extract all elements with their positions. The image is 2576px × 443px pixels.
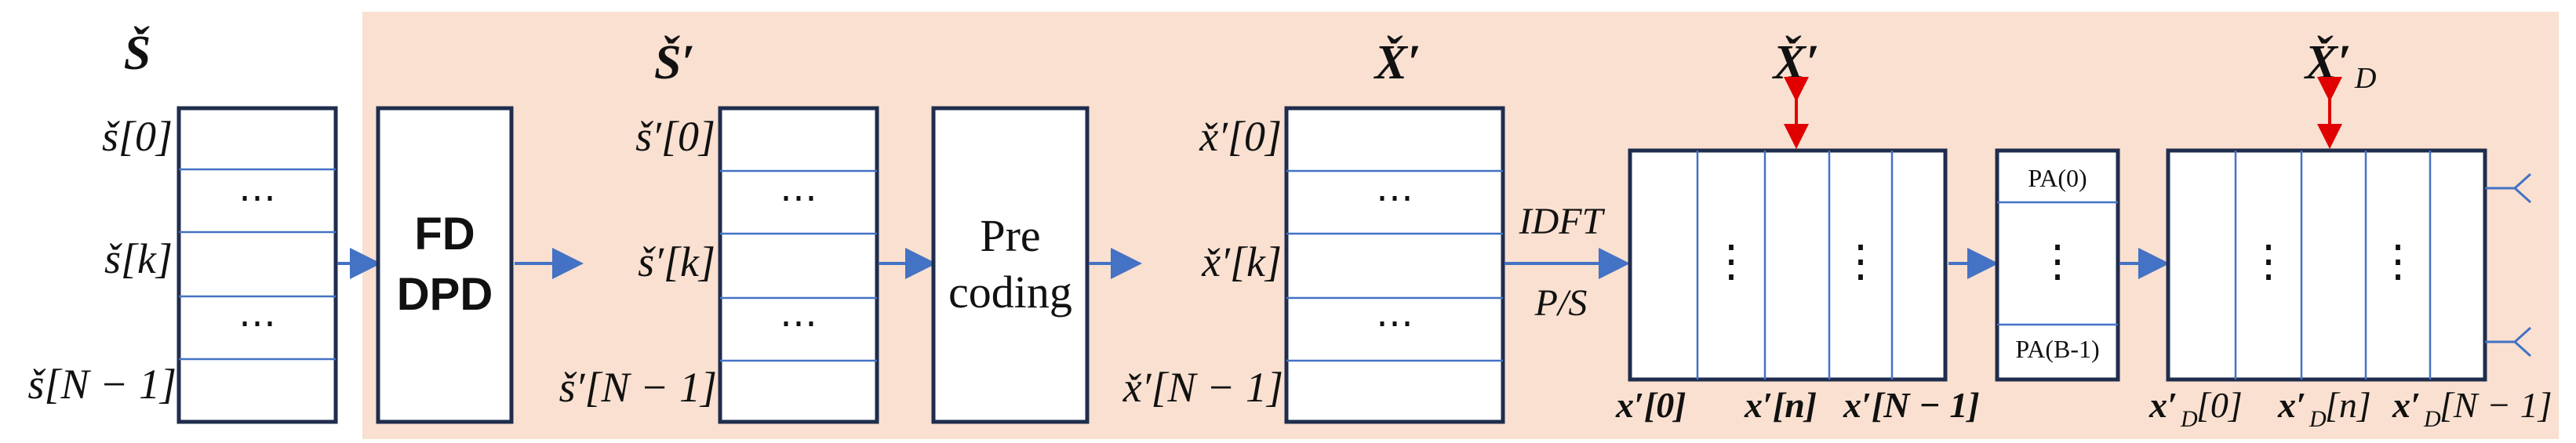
xd-label-n-idx: [n] xyxy=(2325,385,2371,425)
precoding-label-1: Pre xyxy=(980,210,1040,261)
x-prime-freq-block: ⋯ ⋯ xyxy=(1284,106,1505,424)
pa-top-label: PA(0) xyxy=(2028,164,2087,192)
s-label-0: š[0] xyxy=(102,113,173,160)
fd-dpd-block: FD DPD xyxy=(376,106,514,424)
xd-label-n-base: x′ xyxy=(2277,385,2306,425)
sprime-label-k: š′[k] xyxy=(638,238,715,285)
xprime-ellipsis-1: ⋯ xyxy=(1376,177,1414,219)
fd-dpd-label-2: DPD xyxy=(397,269,493,320)
title-s: Š xyxy=(124,27,151,80)
s-ellipsis-1: ⋯ xyxy=(238,177,276,219)
title-s-prime: Š′ xyxy=(654,36,695,89)
xd-vellipsis-1: ⋮ xyxy=(2247,238,2290,286)
s-label-k: š[k] xyxy=(104,235,173,282)
xd-label-n1-sub: D xyxy=(2423,406,2441,432)
antenna-icon-top xyxy=(2485,172,2532,204)
sprime-ellipsis-1: ⋯ xyxy=(780,177,817,219)
precoding-block: Pre coding xyxy=(931,106,1090,424)
s-ellipsis-2: ⋯ xyxy=(238,303,276,344)
xd-label-0-base: x′ xyxy=(2148,385,2178,425)
xprime-label-k: x̌′[k] xyxy=(1201,238,1282,285)
x-prime-time-block: ⋮ ⋮ xyxy=(1628,148,1948,382)
sprime-ellipsis-2: ⋯ xyxy=(780,303,817,344)
sprime-label-n1: š′[N − 1] xyxy=(559,364,717,411)
ps-label: P/S xyxy=(1534,282,1588,324)
fd-dpd-label-1: FD xyxy=(414,209,475,260)
xd-label-0-sub: D xyxy=(2180,406,2198,432)
xtime-label-n1: x′[N − 1] xyxy=(1843,385,1980,425)
xtime-label-n: x′[n] xyxy=(1744,385,1817,425)
title-x-prime-2: X̌′ xyxy=(1772,36,1820,89)
xd-label-n1-idx: [N − 1] xyxy=(2440,385,2552,425)
xtime-vellipsis-2: ⋮ xyxy=(1839,238,1883,286)
pa-vellipsis: ⋮ xyxy=(2036,238,2079,286)
title-x-prime-d: X̌′ xyxy=(2304,36,2352,89)
xprime-label-0: x̌′[0] xyxy=(1199,113,1282,160)
idft-label: IDFT xyxy=(1519,201,1606,242)
s-prime-block: ⋯ ⋯ xyxy=(718,106,879,424)
title-x-prime-d-sub: D xyxy=(2354,62,2376,95)
title-x-prime-1: X̌′ xyxy=(1374,36,1421,89)
xd-label-n1-base: x′ xyxy=(2392,385,2421,425)
s-label-n1: š[N − 1] xyxy=(27,361,176,408)
x-prime-d-block: ⋮ ⋮ xyxy=(2166,148,2487,382)
pa-block: PA(0) ⋮ PA(B-1) xyxy=(1995,148,2120,382)
xprime-ellipsis-2: ⋯ xyxy=(1376,303,1414,344)
s-symbol-block: ⋯ ⋯ xyxy=(176,106,338,424)
xd-label-n-sub: D xyxy=(2309,406,2327,432)
xd-vellipsis-2: ⋮ xyxy=(2376,238,2420,286)
xtime-vellipsis-1: ⋮ xyxy=(1709,238,1753,286)
antenna-icon-bottom xyxy=(2485,326,2532,358)
precoding-label-2: coding xyxy=(948,267,1072,318)
xtime-label-0: x′[0] xyxy=(1615,385,1686,425)
xd-label-0-idx: [0] xyxy=(2196,385,2243,425)
xprime-label-n1: x̌′[N − 1] xyxy=(1122,364,1283,411)
sprime-label-0: š′[0] xyxy=(635,113,715,160)
pa-bottom-label: PA(B-1) xyxy=(2015,335,2099,363)
